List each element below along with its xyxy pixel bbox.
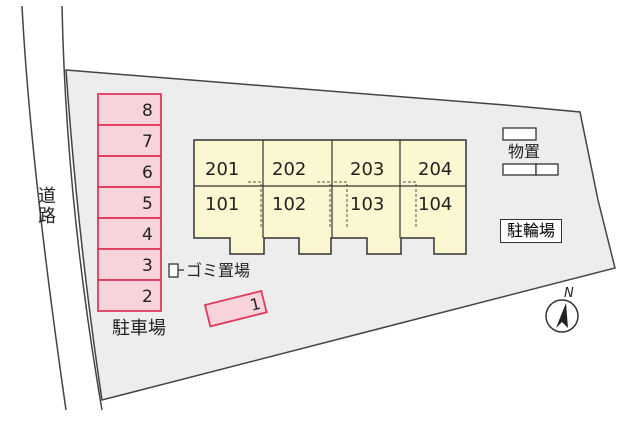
unit-103-label: 103: [350, 194, 385, 215]
stair-dashed-3: [334, 181, 348, 228]
unit-102-label: 102: [272, 194, 307, 215]
garbage-bin-icon: [168, 263, 184, 278]
unit-203-label: 203: [350, 159, 385, 180]
unit-204-label: 204: [418, 159, 453, 180]
parking-slot-4: [97, 217, 162, 250]
storage-label: 物置: [508, 142, 541, 161]
parking-slot-2: [97, 279, 162, 312]
parking-slot-6: [97, 155, 162, 188]
stair-dashed-4: [403, 181, 417, 228]
stair-dashed-2: [317, 181, 331, 228]
parking-slot-1: 1: [203, 289, 268, 328]
parking-slot-2-label: 2: [142, 287, 153, 307]
parking-slot-8-label: 8: [142, 101, 153, 121]
parking-slot-4-label: 4: [142, 225, 153, 245]
compass-label: N: [564, 286, 574, 301]
compass-north-icon: [545, 299, 579, 333]
apartment-building: [193, 139, 467, 255]
road-label: 道路: [35, 186, 56, 226]
bike-parking-label: 駐輪場: [500, 219, 563, 243]
unit-104-label: 104: [418, 194, 453, 215]
stair-dashed-1: [248, 181, 262, 228]
road-edge-right: [61, 5, 103, 411]
parking-slot-3-label: 3: [142, 256, 153, 276]
storage-shed-icon: [502, 127, 559, 176]
parking-slot-1-label: 1: [248, 294, 262, 315]
unit-202-label: 202: [272, 159, 307, 180]
parking-slot-7-label: 7: [142, 132, 153, 152]
unit-101-label: 101: [205, 194, 240, 215]
road-edge-left: [21, 5, 67, 411]
parking-label: 駐車場: [112, 318, 166, 339]
parking-slot-5-label: 5: [142, 194, 153, 214]
garbage-area-label: ゴミ置場: [186, 261, 251, 280]
unit-201-label: 201: [205, 159, 240, 180]
parking-slots: 8 7 6 5 4 3 2: [97, 93, 162, 312]
parking-slot-6-label: 6: [142, 163, 153, 183]
